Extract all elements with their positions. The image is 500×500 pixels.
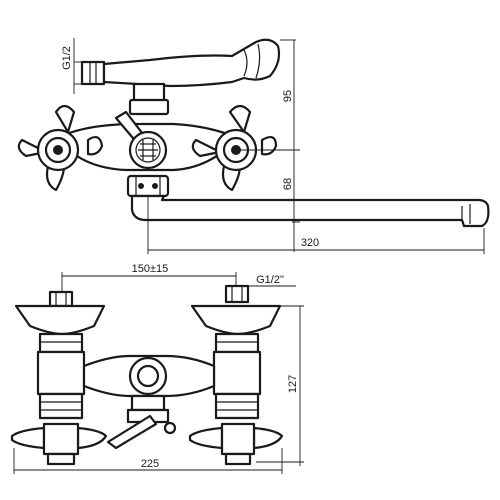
dimension-lines-front: [13, 272, 304, 474]
thread-top-label: G1/2: [61, 46, 73, 70]
dimension-lines-top: [73, 38, 485, 254]
thread-front-label: G1/2": [256, 274, 284, 286]
shower-arm: [102, 38, 281, 88]
top-view: G1/2 95 68 320: [17, 38, 490, 254]
left-cross-handle: [17, 104, 104, 192]
total-width-label: 225: [141, 458, 159, 470]
center-distance-label: 150±15: [132, 263, 169, 275]
left-valve-column: [10, 290, 108, 466]
right-cross-handle: [191, 104, 278, 192]
front-center-outlet: [106, 356, 177, 450]
center-aerator-nut: [128, 130, 168, 170]
front-view: 150±15 G1/2" 127 225: [10, 263, 304, 474]
front-height-label: 127: [287, 375, 299, 393]
height-lower-label: 68: [282, 178, 294, 190]
spout-reach-label: 320: [301, 237, 319, 249]
swivel-spout: [130, 194, 490, 228]
shower-outlet-connector: [80, 60, 106, 86]
height-upper-label: 95: [282, 90, 294, 102]
spout-base-nut: [126, 174, 170, 198]
